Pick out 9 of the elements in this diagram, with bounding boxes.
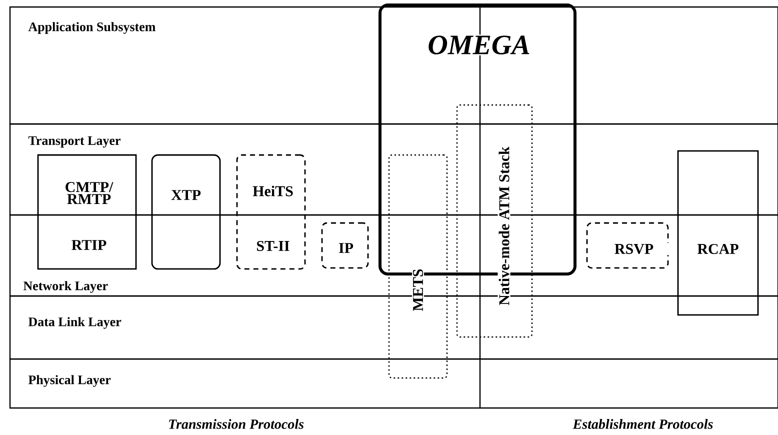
layer-band: Physical Layer: [9, 358, 778, 409]
protocol-box: Native-mode ATM Stack: [456, 104, 533, 338]
protocol-box: XTP: [151, 154, 221, 270]
protocol-box: IP: [321, 222, 369, 269]
protocol-box: CMTP/ RMTP RTIP: [37, 154, 137, 270]
protocol-box: HeiTS ST-II: [236, 154, 306, 270]
protocol-box: RCAP: [677, 150, 759, 316]
protocol-box: RSVP: [586, 222, 672, 269]
protocol-box: METS: [388, 154, 448, 379]
